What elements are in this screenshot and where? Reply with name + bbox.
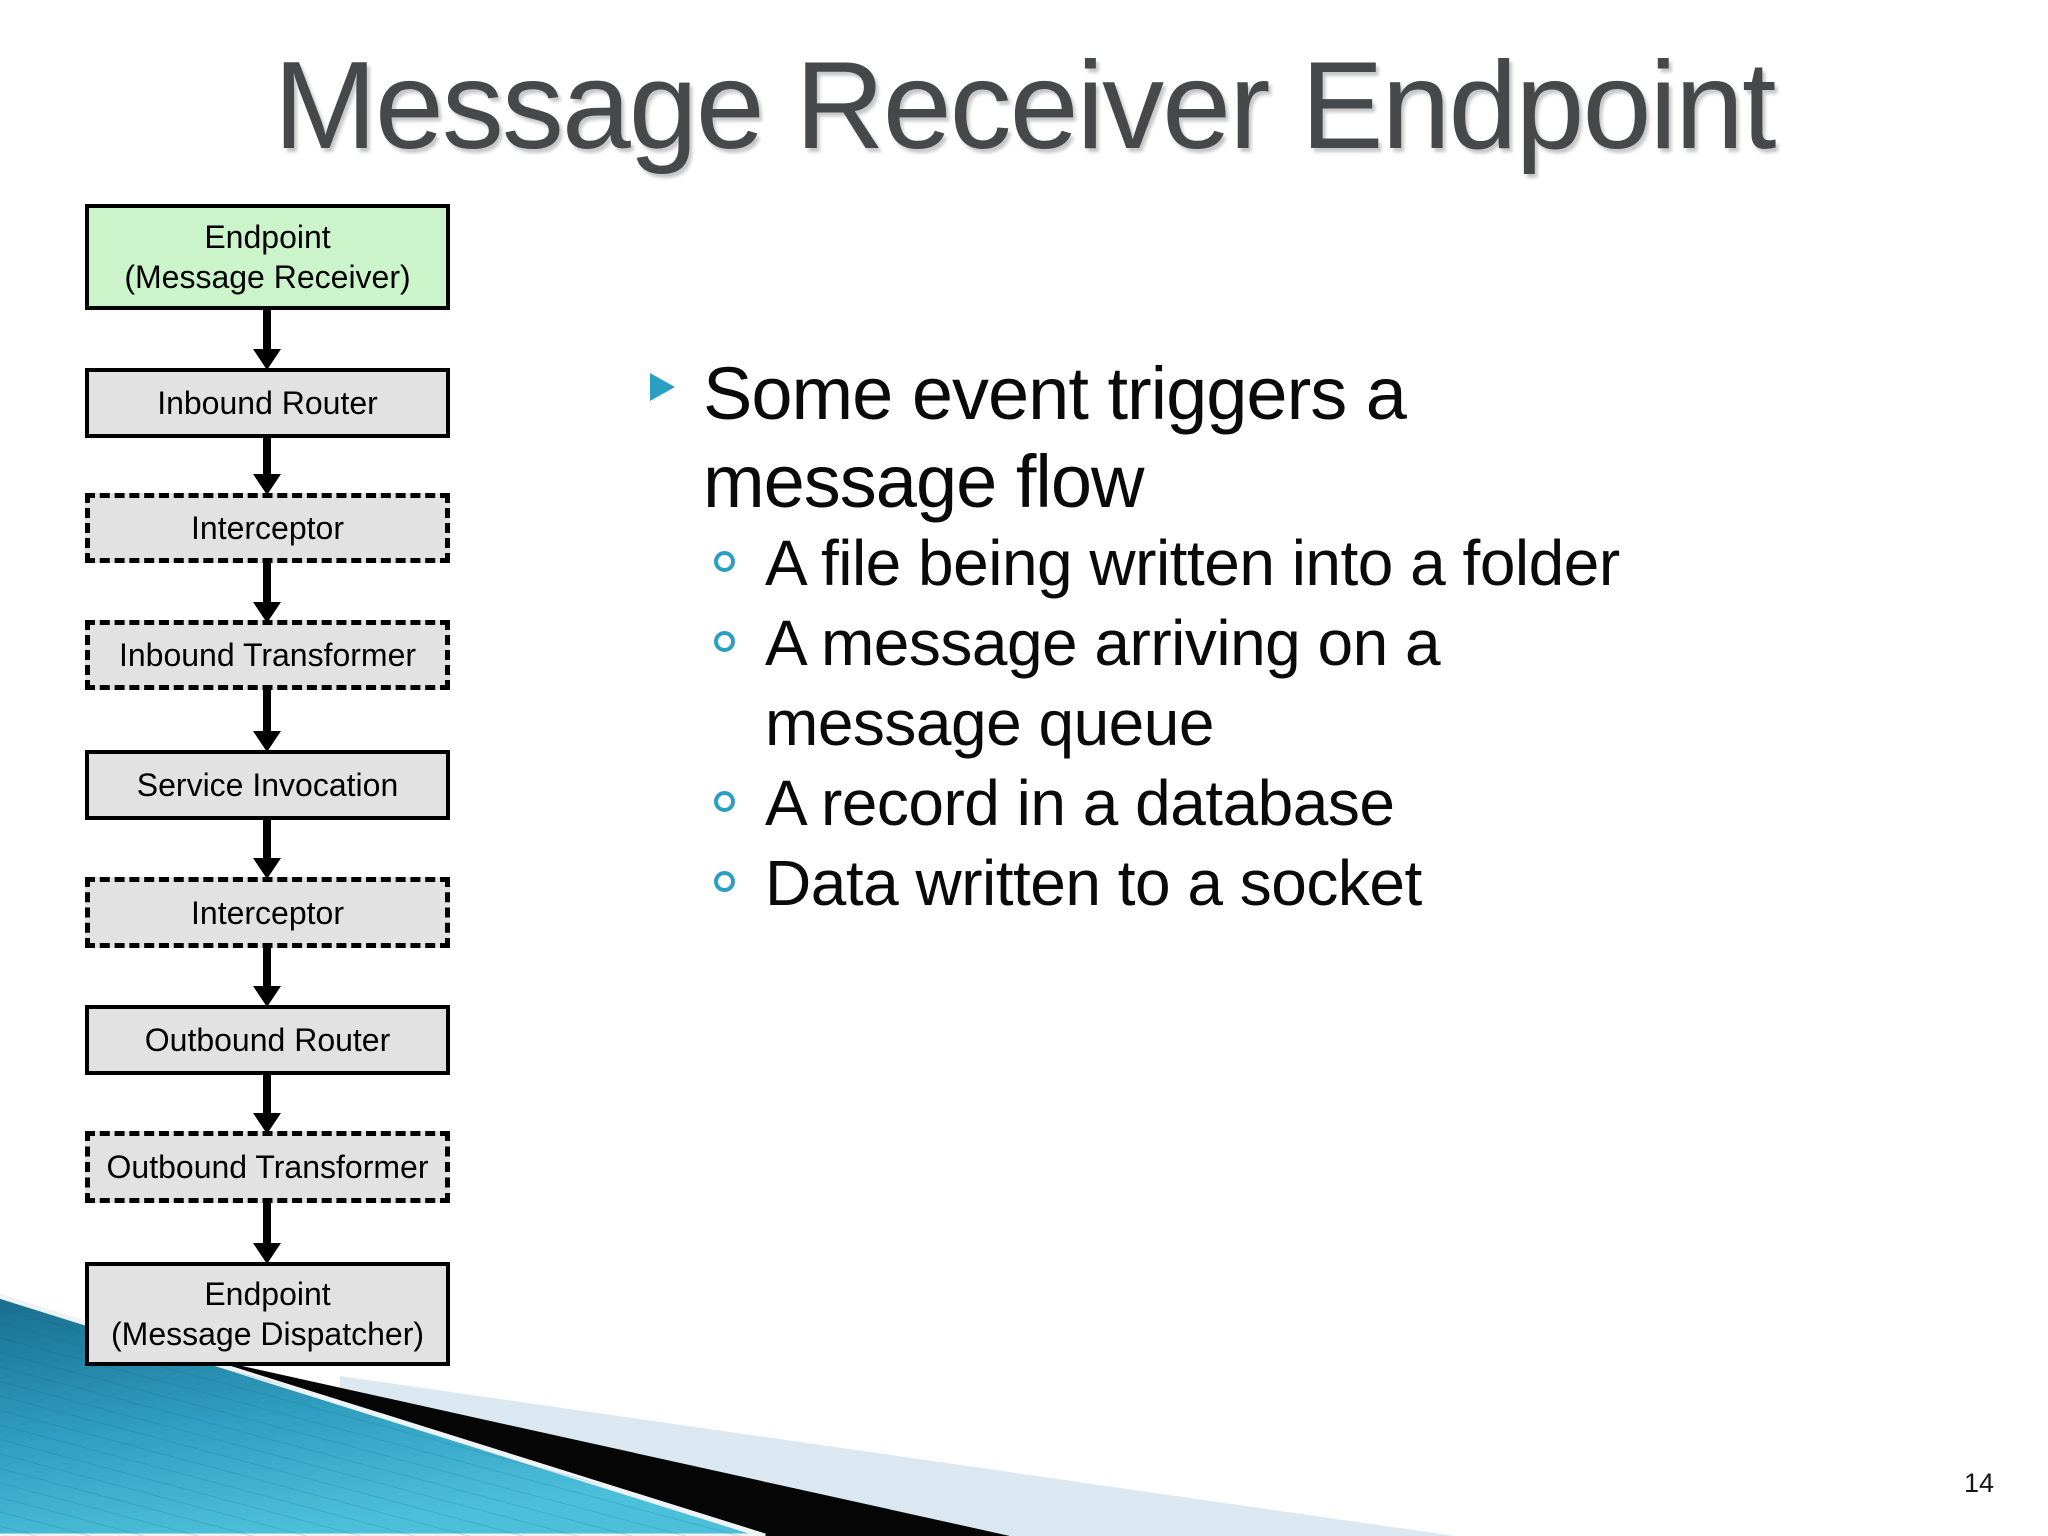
main-bullet-text: Some event triggers a message flow xyxy=(703,350,1603,526)
sub-bullet-text: A file being written into a folder xyxy=(765,523,1705,603)
node-label: Inbound Router xyxy=(157,385,378,421)
flow-node-inbound-router: Inbound Router xyxy=(85,368,450,438)
sub-bullet-item: A file being written into a folder xyxy=(714,523,1734,603)
node-label: (Message Receiver) xyxy=(124,259,411,295)
node-label: Service Invocation xyxy=(136,767,399,803)
sub-bullet-item: Data written to a socket xyxy=(714,843,1734,923)
sub-bullet-line: message queue xyxy=(765,687,1214,759)
node-label: Endpoint xyxy=(204,1276,331,1312)
bullet-line: Some event triggers a xyxy=(703,352,1407,435)
node-label: Outbound Transformer xyxy=(106,1149,429,1185)
flow-node-interceptor-1: Interceptor xyxy=(85,493,450,563)
node-label: Interceptor xyxy=(191,510,344,546)
sub-bullet-line: A file being written into a folder xyxy=(765,527,1620,599)
down-arrow-icon xyxy=(249,559,285,623)
down-arrow-icon xyxy=(249,1199,285,1264)
bullet-triangle-icon xyxy=(650,373,675,401)
node-label: (Message Dispatcher) xyxy=(111,1316,424,1352)
flow-node-interceptor-2: Interceptor xyxy=(85,877,450,948)
down-arrow-icon xyxy=(249,306,285,370)
node-label: Inbound Transformer xyxy=(118,637,417,673)
sub-bullet-circle-icon xyxy=(714,791,735,812)
node-label: Endpoint xyxy=(204,219,331,255)
sub-bullet-line: A message arriving on a xyxy=(765,607,1441,679)
sub-bullet-circle-icon xyxy=(714,551,735,572)
down-arrow-icon xyxy=(249,686,285,752)
down-arrow-icon xyxy=(249,944,285,1007)
node-label: Outbound Router xyxy=(144,1022,391,1058)
sub-bullet-text: Data written to a socket xyxy=(765,843,1705,923)
bullet-line: message flow xyxy=(703,440,1144,523)
sub-bullet-text: A message arriving on a message queue xyxy=(765,603,1705,763)
sub-bullet-line: A record in a database xyxy=(765,767,1395,839)
flow-node-service-invocation: Service Invocation xyxy=(85,750,450,820)
sub-bullet-circle-icon xyxy=(714,631,735,652)
sub-bullet-text: A record in a database xyxy=(765,763,1705,843)
main-bullet: Some event triggers a message flow xyxy=(650,350,1603,526)
sub-bullet-item: A record in a database xyxy=(714,763,1734,843)
sub-bullet-item: A message arriving on a message queue xyxy=(714,603,1734,763)
flow-node-endpoint-dispatcher: Endpoint (Message Dispatcher) xyxy=(85,1262,450,1366)
down-arrow-icon xyxy=(249,816,285,879)
sub-bullet-list: A file being written into a folder A mes… xyxy=(714,523,1734,923)
flow-node-outbound-router: Outbound Router xyxy=(85,1005,450,1075)
down-arrow-icon xyxy=(249,1071,285,1134)
down-arrow-icon xyxy=(249,434,285,495)
node-label: Interceptor xyxy=(191,894,344,931)
flow-node-outbound-transformer: Outbound Transformer xyxy=(85,1131,450,1203)
sub-bullet-circle-icon xyxy=(714,871,735,892)
page-number: 14 xyxy=(1963,1468,1994,1498)
sub-bullet-line: Data written to a socket xyxy=(765,847,1422,919)
flow-node-endpoint-receiver: Endpoint (Message Receiver) xyxy=(85,204,450,310)
flow-node-inbound-transformer: Inbound Transformer xyxy=(85,620,450,690)
page-title: Message Receiver Endpoint xyxy=(273,37,1777,175)
